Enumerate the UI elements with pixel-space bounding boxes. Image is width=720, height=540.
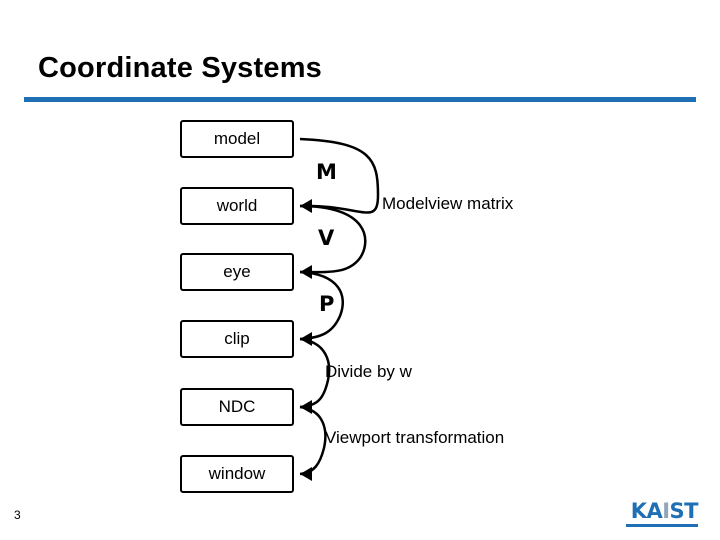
node-ndc: NDC	[180, 388, 294, 426]
pipeline-arcs	[299, 137, 380, 481]
matrix-letter-m: M	[316, 160, 337, 184]
coordinate-systems-diagram: model world eye clip NDC window M V P Mo…	[0, 100, 720, 500]
logo-text-suffix: ST	[669, 498, 699, 523]
annotation-divide-by-w: Divide by w	[325, 362, 412, 381]
annotation-modelview-matrix: Modelview matrix	[382, 194, 514, 213]
page-title: Coordinate Systems	[38, 52, 323, 84]
node-eye: eye	[180, 253, 294, 291]
matrix-letter-p: P	[319, 292, 335, 316]
node-clip: clip	[180, 320, 294, 358]
matrix-letter-v: V	[318, 226, 335, 250]
annotation-viewport-transformation: Viewport transformation	[325, 428, 505, 447]
node-model: model	[180, 120, 294, 158]
page-number: 3	[14, 508, 21, 522]
logo-text-middle: I	[662, 498, 670, 523]
title-divider	[24, 97, 696, 102]
node-window: window	[180, 455, 294, 493]
logo-underline	[626, 524, 698, 527]
logo-text-prefix: KA	[630, 498, 663, 523]
node-world: world	[180, 187, 294, 225]
